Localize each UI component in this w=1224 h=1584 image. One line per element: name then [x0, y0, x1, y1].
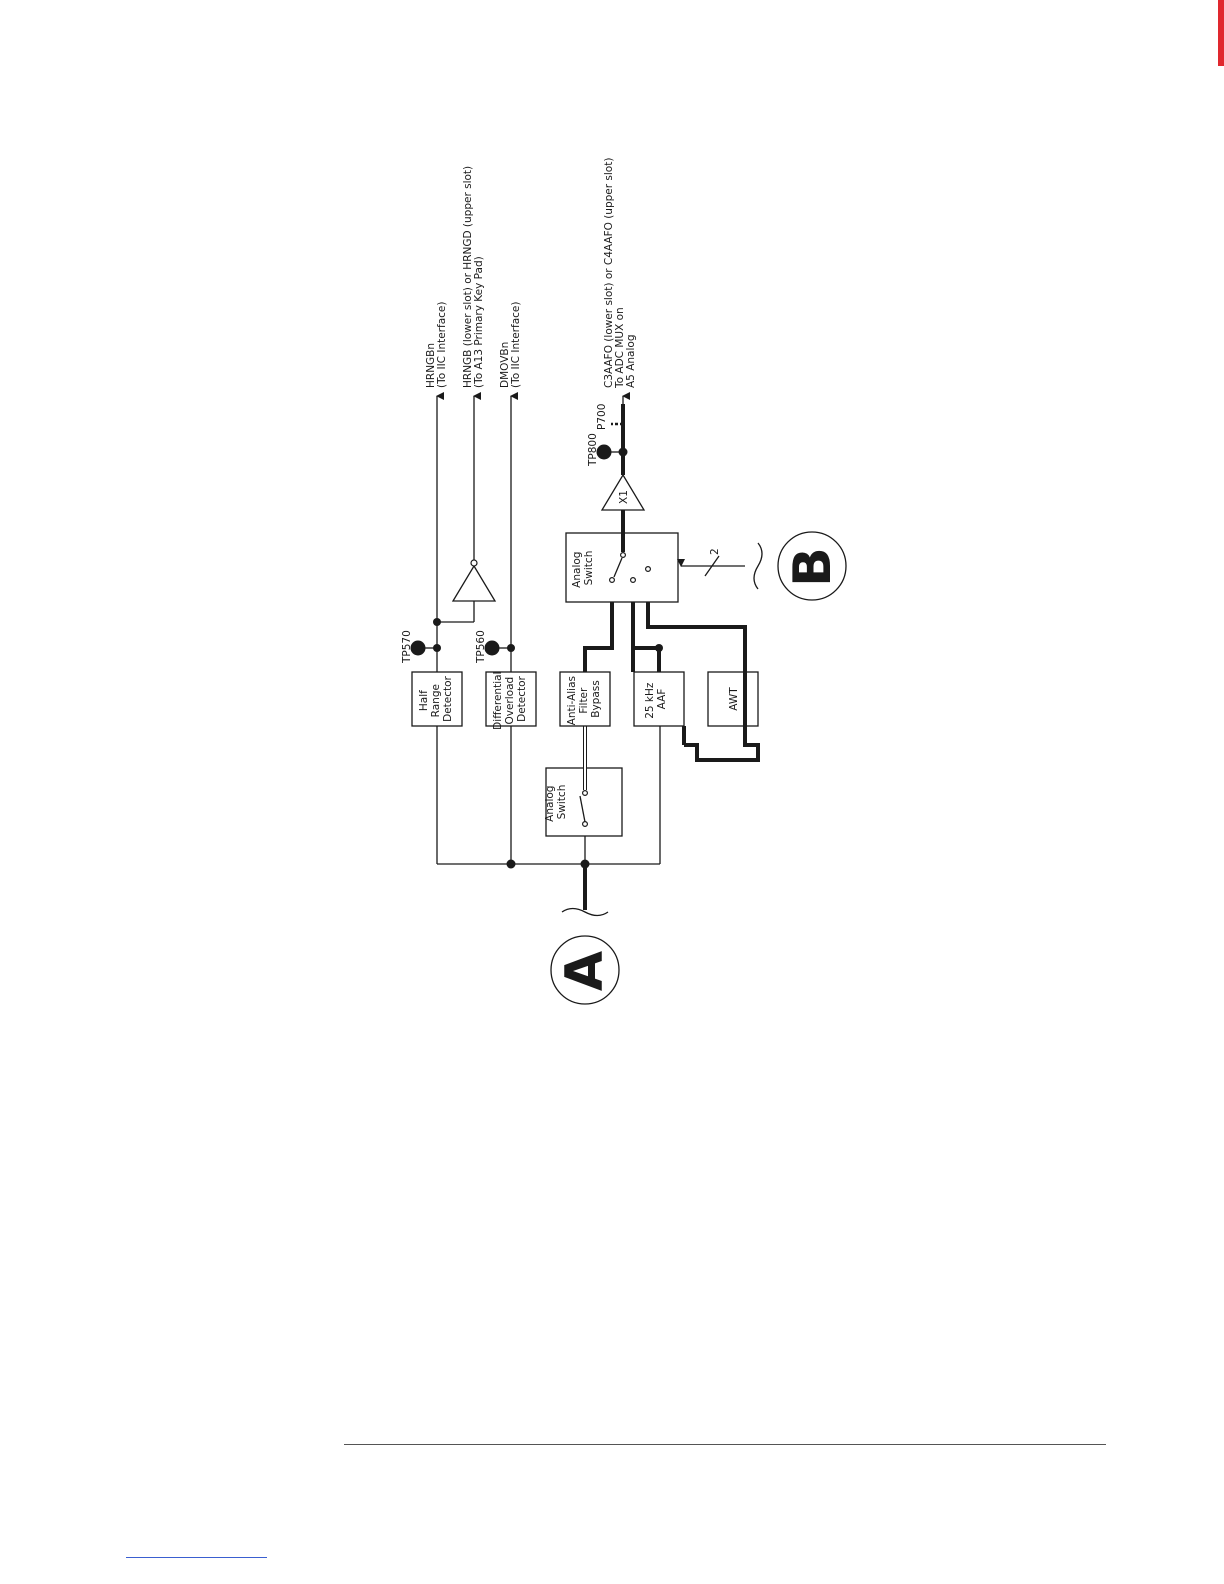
- output-line: [596, 392, 630, 475]
- analog-switch-output: Analog Switch: [565, 510, 679, 603]
- tp560-label: TP560: [475, 630, 487, 664]
- svg-text:Analog Switch: Analog Switch: [571, 548, 595, 588]
- svg-text:Differential Overload: Differential Overload Detector: [492, 668, 528, 730]
- half-range-detector: Half Range Detector: [411, 671, 463, 727]
- control-bus: 2: [677, 542, 763, 590]
- connector-b: B: [777, 531, 847, 601]
- output-hrngbn-label: HRNGBn (To IIC Interface): [425, 302, 448, 388]
- svg-text:25 kHz AAF: 25 kHz AAF: [644, 679, 668, 719]
- p700-label: P700: [596, 404, 608, 430]
- tp570-dot: [410, 640, 426, 656]
- differential-overload-detector: Differential Overload Detector: [485, 668, 537, 730]
- connector-a: A: [550, 907, 620, 1005]
- anti-alias-filter-bypass: Anti-Alias Filter Bypass: [559, 671, 611, 727]
- connector-b-label: B: [783, 547, 843, 587]
- svg-text:AWT: AWT: [728, 687, 740, 711]
- buffer-x1: X1: [600, 473, 646, 511]
- analog-switch-input: Analog Switch: [544, 726, 623, 837]
- connector-a-label: A: [555, 951, 615, 991]
- page-edge-tab: [1218, 0, 1224, 66]
- filter-routing: [583, 572, 760, 762]
- overload-output: [484, 392, 518, 672]
- svg-text:Anti-Alias Filter: Anti-Alias Filter Bypass: [566, 673, 602, 726]
- tp560-dot: [484, 640, 500, 656]
- output-c3aafo-label: C3AAFO (lower slot) or C4AAFO (upper slo…: [603, 154, 637, 389]
- footer-rule: [344, 1444, 1106, 1445]
- half-range-outputs: [410, 392, 497, 672]
- svg-text:X1: X1: [618, 490, 630, 504]
- output-dmovbn-label: DMOVBn (To IIC Interface): [499, 302, 522, 388]
- svg-text:2: 2: [709, 548, 721, 555]
- input-bus: [436, 726, 661, 910]
- tp800-dot: [596, 444, 612, 460]
- output-hrngb-label: HRNGB (lower slot) or HRNGD (upper slot)…: [462, 163, 485, 388]
- awt-block: AWT: [707, 671, 759, 727]
- aaf-25khz: 25 kHz AAF: [633, 671, 685, 727]
- svg-text:Analog Switch: Analog Switch: [544, 782, 568, 822]
- svg-text:Half Range Det: Half Range Detector: [418, 675, 454, 721]
- tp800-label: TP800: [587, 433, 599, 467]
- link-underline: [126, 1557, 267, 1558]
- tp570-label: TP570: [401, 630, 413, 664]
